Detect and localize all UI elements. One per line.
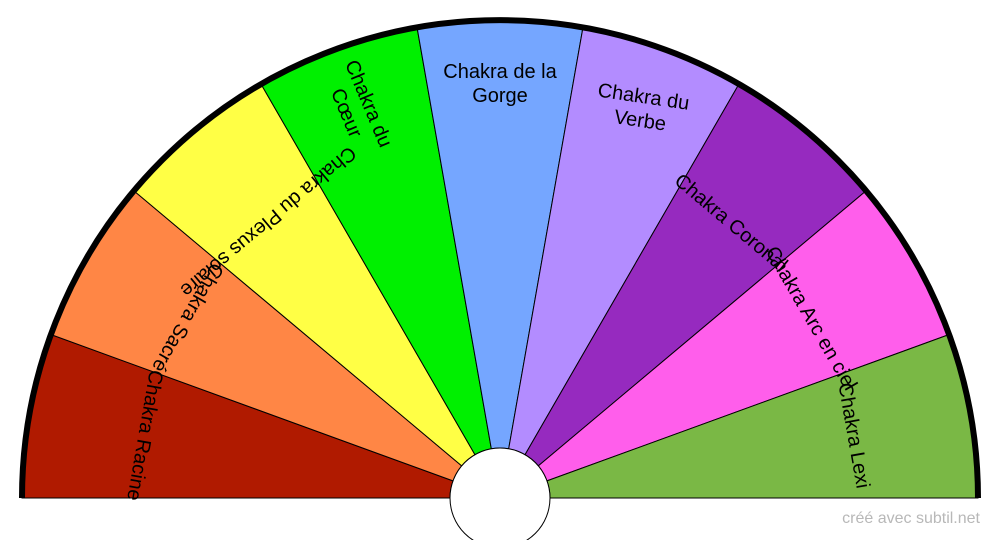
credit-text: créé avec subtil.net [842,510,980,527]
segment-label-line: Gorge [472,85,528,107]
outer-rim-arc [19,17,981,499]
center-hub [449,447,551,540]
segment-label-line: Chakra de la [443,61,557,83]
fan-segments [21,19,979,499]
